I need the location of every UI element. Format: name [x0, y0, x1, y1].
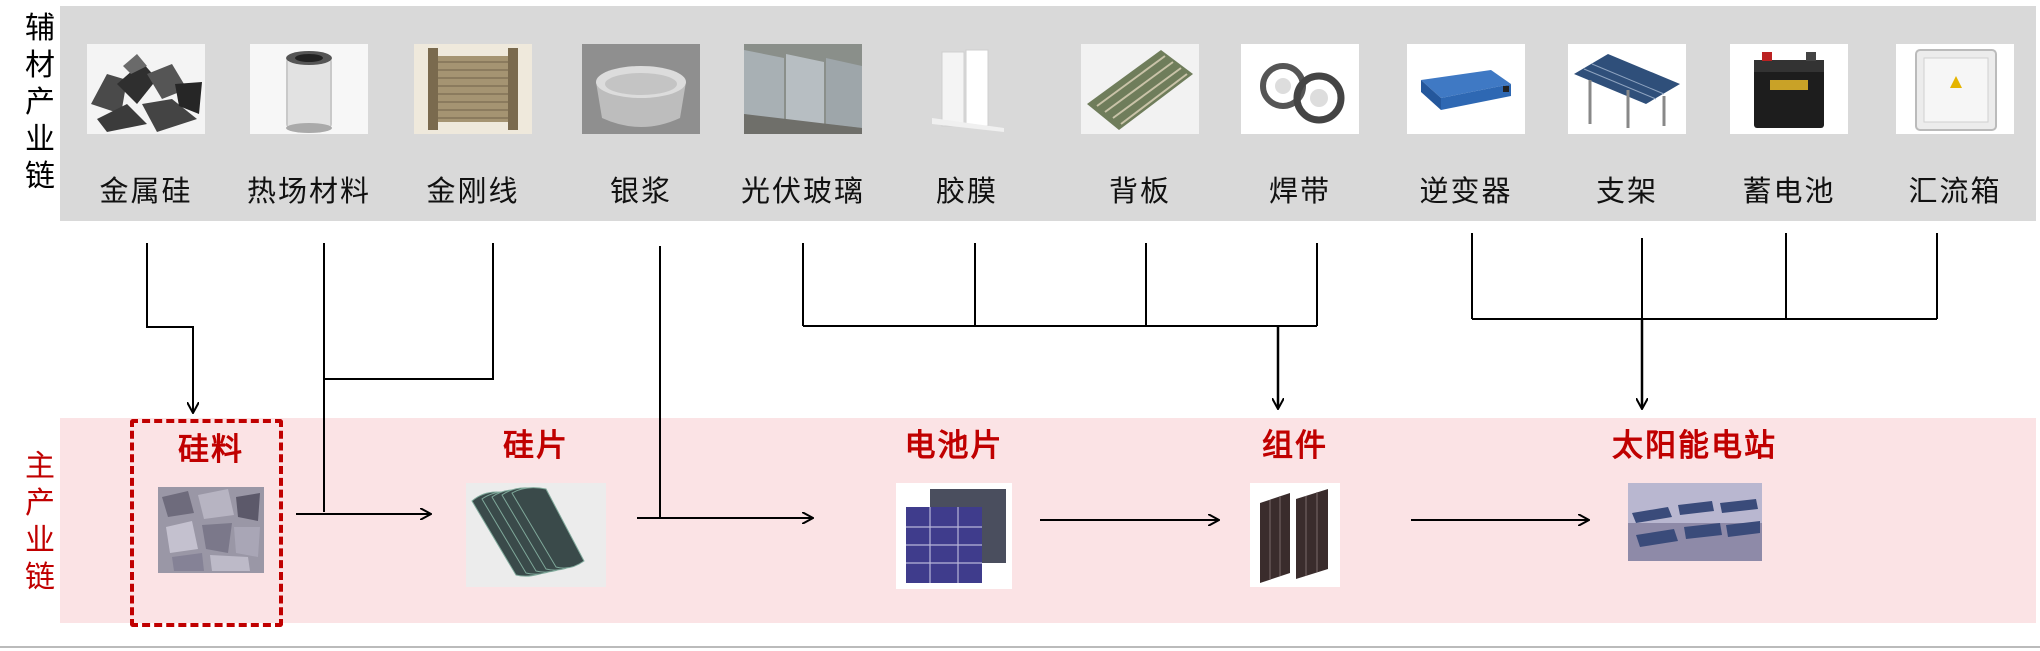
connector-diamond-wire [324, 243, 494, 380]
connector-metallic-silicon [146, 243, 193, 412]
storage-battery-icon [1730, 44, 1848, 134]
pv-module-icon [1250, 483, 1340, 587]
stage-solar-station: 太阳能电站 [1612, 420, 1777, 561]
stage-label: 太阳能电站 [1612, 428, 1777, 464]
mounting-bracket-icon [1568, 44, 1686, 134]
aux-item-label: 热场材料 [246, 174, 371, 208]
aux-item-label: 金刚线 [426, 174, 520, 208]
stage-label: 组件 [1262, 428, 1328, 464]
inverter-icon [1407, 44, 1525, 134]
metallic-silicon-icon [87, 44, 205, 134]
aux-item-metallic-silicon: 金属硅 [76, 44, 216, 210]
aux-item-label: 蓄电池 [1742, 174, 1836, 208]
ribbon-coil-icon [1241, 44, 1359, 134]
main-label-char: 链 [25, 560, 55, 595]
stage-silicon-wafer: 硅片 [466, 420, 606, 587]
aux-item-combiner-box: 汇流箱 [1885, 44, 2025, 210]
stage-label: 硅料 [178, 432, 244, 468]
solar-cell-icon [896, 483, 1012, 589]
aux-item-label: 背板 [1108, 174, 1171, 208]
main-chain-label: 主 产 业 链 [20, 448, 60, 596]
aux-item-storage-battery: 蓄电池 [1719, 44, 1859, 210]
stage-pv-module: 组件 [1250, 420, 1340, 587]
stage-polysilicon: 硅料 [158, 424, 264, 573]
silicon-wafer-stack-icon [466, 483, 606, 587]
aux-item-label: 汇流箱 [1908, 174, 2002, 208]
main-label-char: 产 [25, 486, 55, 521]
aux-item-thermal-field: 热场材料 [239, 44, 379, 210]
aux-item-ribbon: 焊带 [1230, 44, 1370, 210]
solar-power-station-icon [1627, 483, 1762, 561]
polysilicon-highlight-box [130, 419, 283, 627]
aux-item-inverter: 逆变器 [1396, 44, 1536, 210]
aux-item-label: 支架 [1595, 174, 1658, 208]
backsheet-icon [1081, 44, 1199, 134]
aux-item-label: 逆变器 [1419, 174, 1513, 208]
aux-item-backsheet: 背板 [1070, 44, 1210, 210]
aux-item-label: 焊带 [1268, 174, 1331, 208]
aux-item-pv-glass: 光伏玻璃 [733, 44, 873, 210]
aux-item-label: 金属硅 [99, 174, 193, 208]
auxiliary-chain-band [60, 6, 2036, 221]
stage-label: 电池片 [904, 428, 1004, 464]
pv-glass-icon [744, 44, 862, 134]
aux-item-label: 银浆 [609, 174, 672, 208]
stage-solar-cell: 电池片 [896, 420, 1012, 589]
diamond-wire-spool-icon [414, 44, 532, 134]
main-label-char: 业 [25, 523, 55, 558]
bottom-rule [0, 646, 2040, 648]
aux-label-char: 业 [25, 122, 55, 157]
aux-item-label: 胶膜 [935, 174, 998, 208]
aux-chain-label: 辅 材 产 业 链 [20, 10, 60, 195]
aux-label-char: 产 [25, 85, 55, 120]
aux-label-char: 链 [25, 159, 55, 194]
aux-label-char: 辅 [25, 11, 55, 46]
aux-item-bracket: 支架 [1557, 44, 1697, 210]
encapsulant-film-rolls-icon [908, 44, 1026, 134]
silver-paste-can-icon [582, 44, 700, 134]
polysilicon-icon [158, 487, 264, 573]
main-label-char: 主 [25, 449, 55, 484]
thermal-field-material-icon [250, 44, 368, 134]
stage-label: 硅片 [503, 428, 569, 464]
aux-item-diamond-wire: 金刚线 [403, 44, 543, 210]
aux-item-label: 光伏玻璃 [740, 174, 865, 208]
aux-item-silver-paste: 银浆 [571, 44, 711, 210]
aux-item-encapsulant-film: 胶膜 [897, 44, 1037, 210]
combiner-box-icon [1896, 44, 2014, 134]
aux-label-char: 材 [25, 48, 55, 83]
